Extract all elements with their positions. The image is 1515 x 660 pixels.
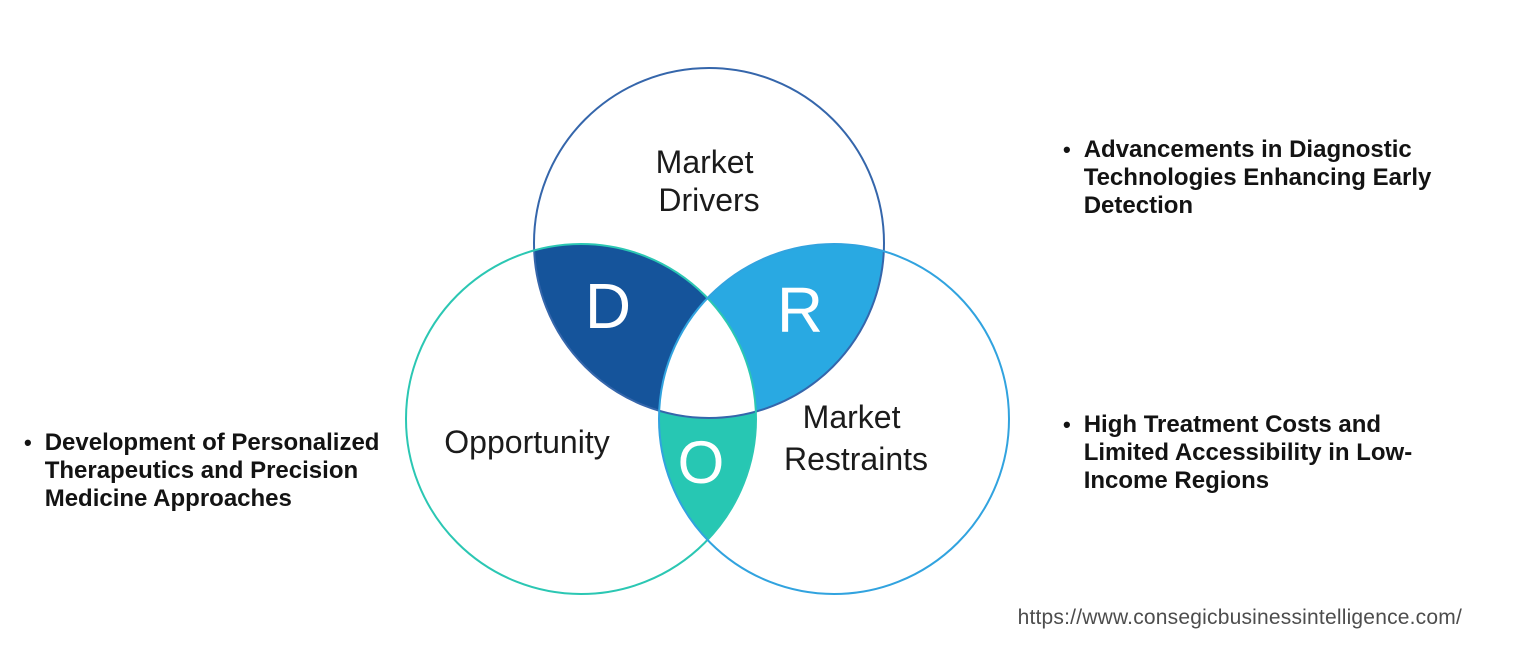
label-market-restraints: Market Restraints — [784, 399, 928, 477]
note-line: Limited Accessibility in Low- — [1083, 439, 1413, 466]
bullet-icon: • — [1063, 137, 1071, 162]
region-drivers-opportunity — [534, 244, 756, 418]
note-line: Technologies Enhancing Early — [1083, 164, 1432, 191]
note-drivers-text: Advancements in Diagnostic Technologies … — [1084, 136, 1432, 220]
note-line: Detection — [1083, 192, 1194, 219]
bullet-icon: • — [1063, 412, 1071, 437]
letter-o: O — [678, 429, 725, 496]
note-line: High Treatment Costs and — [1083, 411, 1382, 438]
bullet-icon: • — [24, 430, 32, 455]
circle-market-restraints — [658, 243, 1010, 595]
note-line: Medicine Approaches — [44, 485, 292, 512]
letter-r: R — [777, 274, 823, 346]
note-line: Income Regions — [1083, 467, 1270, 494]
label-market-drivers: Market Drivers — [656, 144, 763, 218]
note-line: Development of Personalized — [44, 429, 380, 456]
note-opportunity: • Development of Personalized Therapeuti… — [24, 429, 379, 513]
circle-opportunity — [405, 243, 757, 595]
note-line: Therapeutics and Precision — [44, 457, 359, 484]
label-opportunity: Opportunity — [444, 424, 609, 460]
circle-market-drivers — [533, 67, 885, 419]
note-drivers: • Advancements in Diagnostic Technologie… — [1063, 136, 1431, 220]
note-restraints: • High Treatment Costs and Limited Acces… — [1063, 411, 1412, 495]
letter-d: D — [585, 270, 631, 342]
note-line: Advancements in Diagnostic — [1083, 136, 1412, 163]
region-drivers-restraints — [659, 244, 884, 418]
note-restraints-text: High Treatment Costs and Limited Accessi… — [1084, 411, 1413, 495]
note-opportunity-text: Development of Personalized Therapeutics… — [45, 429, 380, 513]
source-url: https://www.consegicbusinessintelligence… — [1017, 606, 1462, 629]
